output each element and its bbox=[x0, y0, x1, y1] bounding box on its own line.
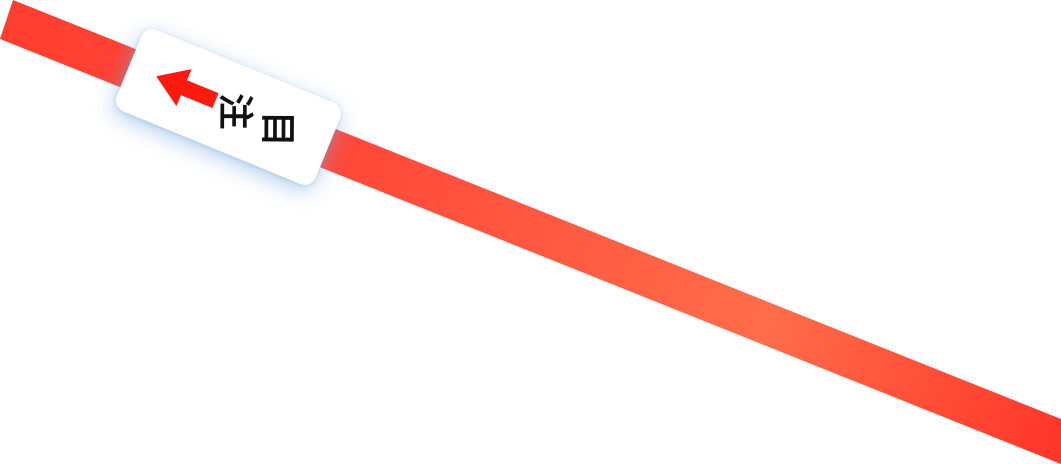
attention-sign: 注 目 bbox=[112, 25, 345, 189]
sign-char-1: 注 bbox=[213, 93, 255, 130]
sign-label: 注 目 bbox=[209, 84, 302, 156]
left-arrow-icon bbox=[156, 69, 219, 108]
sign-char-2: 目 bbox=[256, 110, 298, 147]
